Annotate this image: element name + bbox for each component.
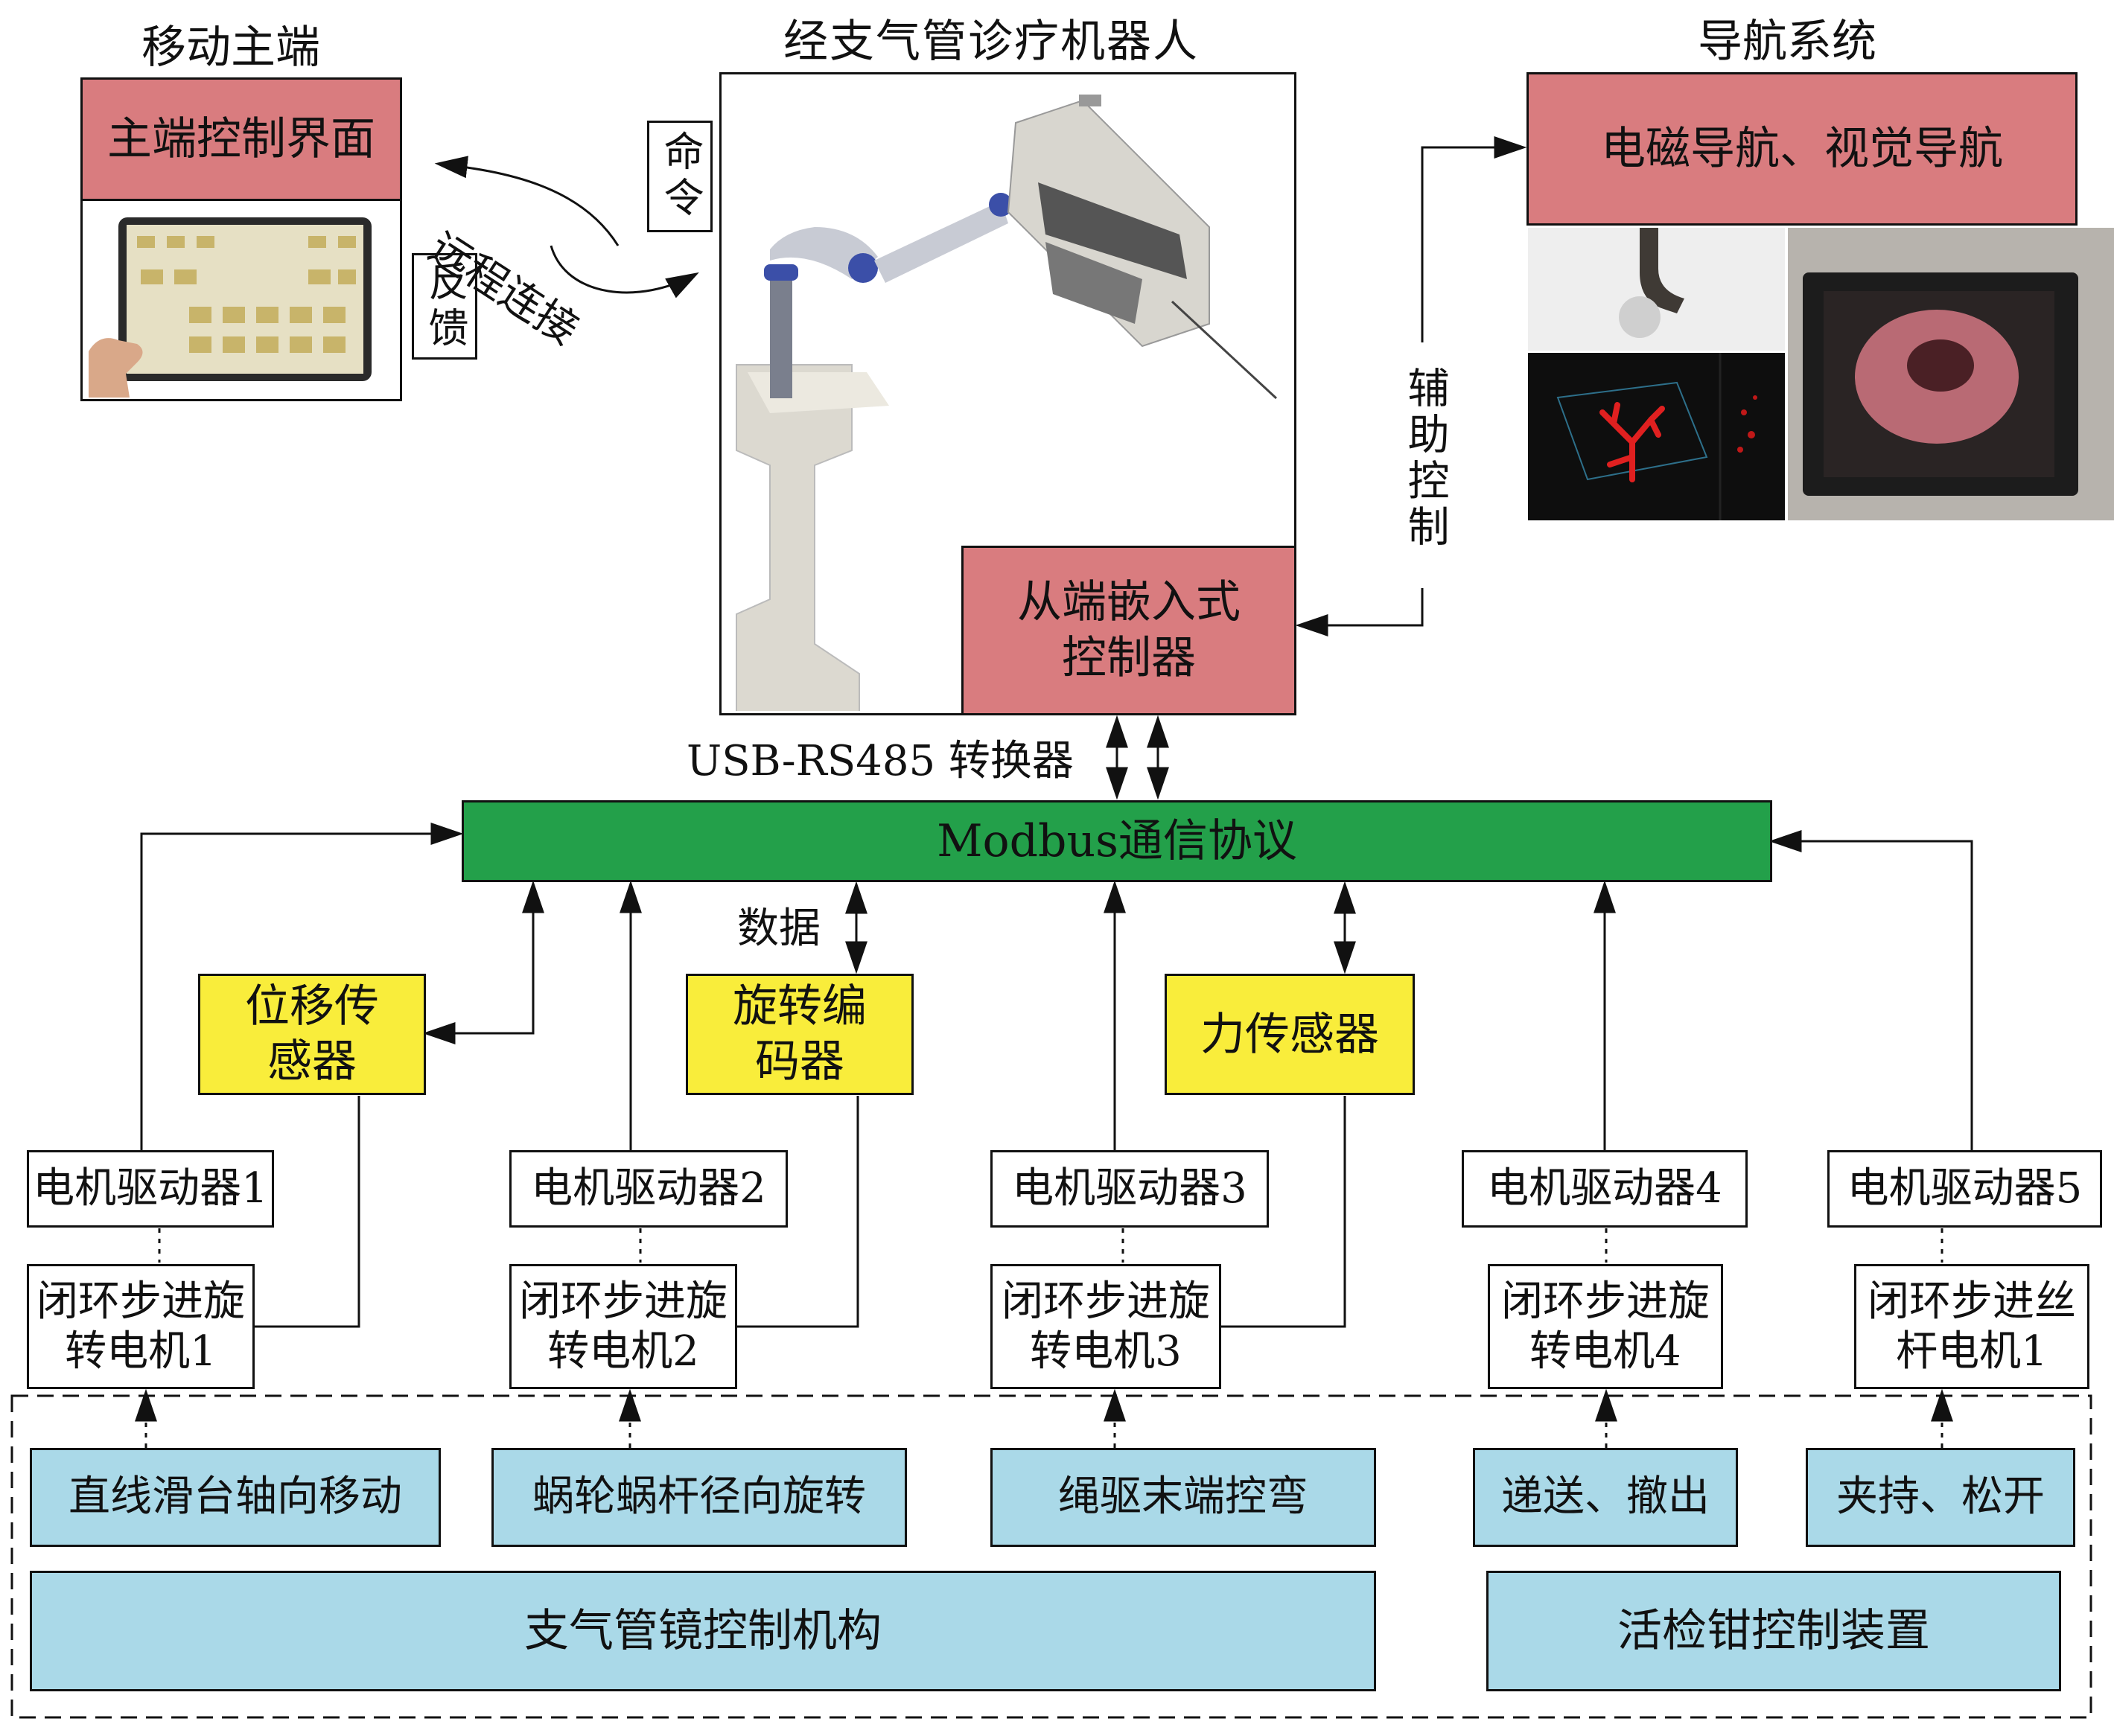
motor2-sensor-line	[737, 1096, 859, 1328]
driver5-modbus-arrow	[1768, 830, 1973, 1150]
em-navigation-photo	[1528, 228, 1785, 351]
mobile-master-title: 移动主端	[141, 22, 320, 74]
nav-controller-arrow	[1295, 588, 1424, 636]
slave-embedded-controller: 从端嵌入式控制器	[961, 546, 1296, 715]
motor1-sensor-line	[253, 1096, 360, 1328]
modbus-protocol-bar: Modbus通信协议	[462, 800, 1772, 882]
motor-driver-2: 电机驱动器2	[509, 1150, 788, 1228]
data-label: 数据	[737, 904, 821, 953]
mechanism-deliver-withdraw: 递送、撤出	[1473, 1448, 1738, 1547]
command-label: 命令	[647, 121, 713, 232]
usb-converter-label: USB-RS485 转换器	[687, 737, 1074, 785]
navigation-title: 导航系统	[1698, 16, 1876, 68]
rotary-encoder-box: 旋转编码器	[686, 974, 914, 1095]
bronchial-tree-photo	[1528, 353, 1785, 520]
remote-link-arrow-upper	[434, 156, 620, 246]
visual-navigation-photo	[1788, 228, 2114, 520]
feedback-label: 反馈	[412, 253, 477, 360]
motor3-sensor-line	[1221, 1096, 1346, 1328]
motor-1-text: 闭环步进旋转电机1	[36, 1277, 245, 1376]
robot-image	[736, 95, 1278, 711]
bronchoscope-control-mechanism: 支气管镜控制机构	[30, 1571, 1376, 1691]
mechanism-cable-bending: 绳驱末端控弯	[990, 1448, 1376, 1547]
closed-loop-motor-1: 闭环步进旋转电机1	[27, 1264, 255, 1389]
tablet-image	[85, 202, 398, 398]
mechanism-dashed-frame	[10, 1394, 2092, 1719]
biopsy-forceps-control-device: 活检钳控制装置	[1486, 1571, 2061, 1691]
motor-4-text: 闭环步进旋转电机4	[1501, 1277, 1710, 1376]
monitor-image	[1788, 228, 2114, 520]
slave-controller-text: 从端嵌入式控制器	[1017, 576, 1241, 684]
closed-loop-motor-4: 闭环步进旋转电机4	[1488, 1264, 1723, 1389]
displacement-sensor-arrow	[422, 880, 544, 1044]
mechanism-clamp-release: 夹持、松开	[1806, 1448, 2075, 1547]
aux-control-label: 辅助控制	[1401, 366, 1450, 551]
tablet-photo-frame	[80, 199, 402, 401]
master-control-ui-box: 主端控制界面	[80, 77, 402, 201]
closed-loop-leadscrew-motor-1: 闭环步进丝杆电机1	[1854, 1264, 2089, 1389]
mechanism-worm-gear: 蜗轮蜗杆径向旋转	[491, 1448, 907, 1547]
robot-title: 经支气管诊疗机器人	[783, 16, 1199, 68]
nav-top-arrow	[1421, 136, 1527, 342]
closed-loop-motor-3: 闭环步进旋转电机3	[990, 1264, 1221, 1389]
motor-driver-4: 电机驱动器4	[1462, 1150, 1748, 1228]
displacement-sensor-text: 位移传感器	[245, 980, 379, 1088]
motor-3-text: 闭环步进旋转电机3	[1002, 1277, 1210, 1376]
bronchial-tree-image	[1528, 353, 1785, 520]
remote-link-arrow-lower	[550, 245, 699, 299]
motor-5-text: 闭环步进丝杆电机1	[1868, 1277, 2076, 1376]
mechanism-linear-slide: 直线滑台轴向移动	[30, 1448, 441, 1547]
motor-driver-1: 电机驱动器1	[27, 1150, 274, 1228]
rotary-encoder-text: 旋转编码器	[733, 980, 867, 1088]
force-sensor-box: 力传感器	[1165, 974, 1415, 1095]
endoscope-tip-image	[1528, 228, 1785, 351]
motor-driver-5: 电机驱动器5	[1827, 1150, 2102, 1228]
displacement-sensor-box: 位移传感器	[198, 974, 426, 1095]
motor-driver-3: 电机驱动器3	[990, 1150, 1269, 1228]
motor-2-text: 闭环步进旋转电机2	[519, 1277, 728, 1376]
closed-loop-motor-2: 闭环步进旋转电机2	[509, 1264, 737, 1389]
driver1-modbus-arrow	[140, 823, 464, 1150]
navigation-box: 电磁导航、视觉导航	[1526, 72, 2078, 226]
